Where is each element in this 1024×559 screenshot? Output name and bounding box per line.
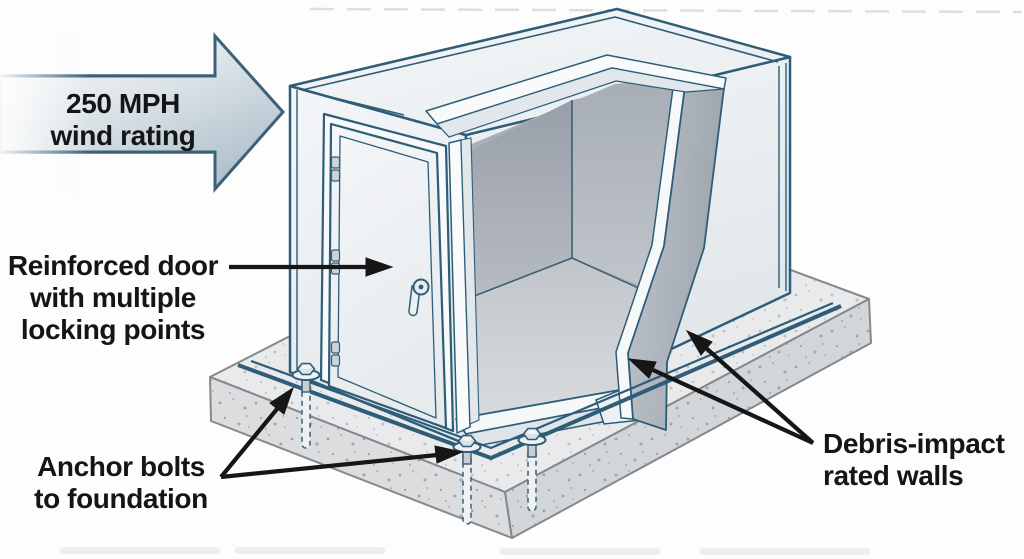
anchor-label-line-2: to foundation [34,483,208,514]
door-label-line-3: locking points [20,314,206,345]
door-label-line-2: with multiple [30,282,196,313]
door-inner-border [337,135,437,419]
debris-impact-walls-label: Debris-impact rated walls [823,428,1024,492]
roof-cut-bands [425,54,727,434]
interior-back-left-wall [464,100,572,300]
debris-callout-arrow-upper [685,329,815,445]
anchor-label-line-1: Anchor bolts [37,451,205,482]
anchor-callout-arrow-right [220,445,464,480]
interior-back-right-wall [572,78,676,300]
door-jamb-cut-strip [448,139,471,434]
anchor-bolt [452,434,482,525]
roof [288,7,792,137]
debris-callout-arrow-lower [627,358,814,445]
debris-label-line-1: Debris-impact [823,428,1005,459]
callout-arrows [219,257,815,480]
door-leaf [327,122,448,430]
anchor-callout-arrow-left [219,386,294,479]
roof-seam [301,16,779,116]
wind-rating-label: 250 MPH wind rating [18,88,228,152]
door-callout-arrow [229,257,394,277]
print-artifact-dashes [60,7,1023,555]
reinforced-door-label: Reinforced door with multiple locking po… [6,250,220,346]
base-anchor-rim [237,301,842,461]
anchor-bolts [291,362,547,525]
reinforced-door [319,112,455,433]
anchor-bolt [291,362,321,449]
debris-label-line-2: rated walls [823,460,964,491]
wind-rating-line-2: wind rating [50,120,196,151]
panel-face [627,79,726,431]
door-label-line-1: Reinforced door [7,250,219,281]
anchor-bolts-label: Anchor bolts to foundation [12,451,230,515]
anchor-bolt [517,427,547,512]
cutaway-wall-panel [615,79,726,431]
door-handle-icon [408,278,430,317]
wind-rating-line-1: 250 MPH [66,88,180,119]
wind-arrow [0,28,286,198]
